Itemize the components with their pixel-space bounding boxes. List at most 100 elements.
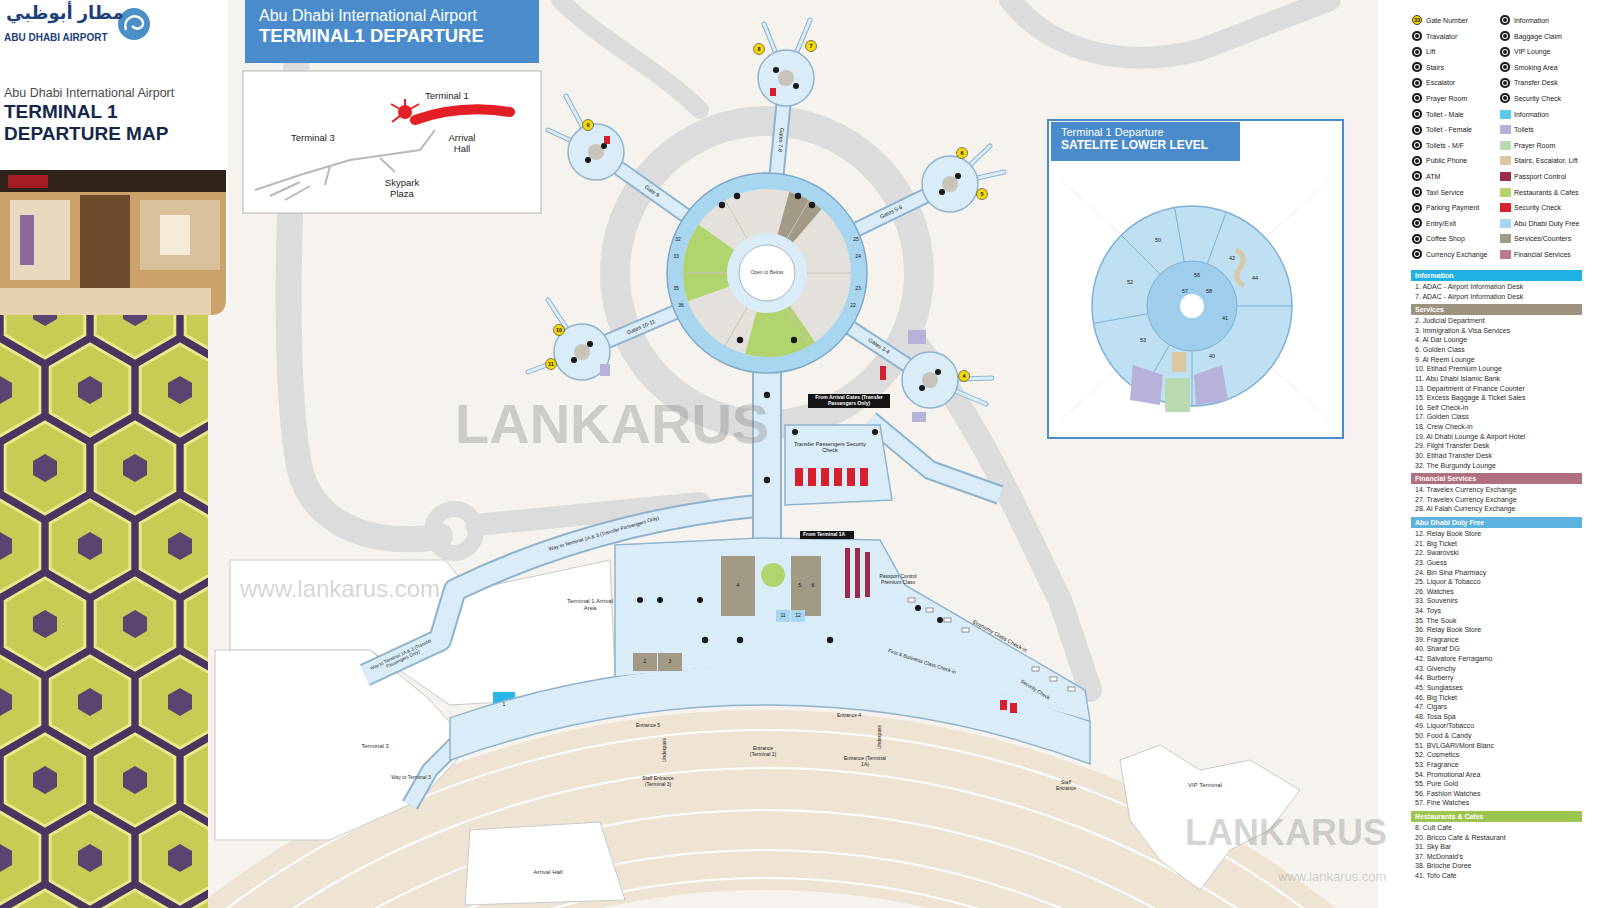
legend-text: Toilets - M/F — [1426, 141, 1464, 150]
list-item: 6. Golden Class — [1415, 346, 1465, 354]
legend-icon — [1412, 156, 1422, 166]
legend-icon — [1500, 62, 1510, 72]
list-item: 12. Relay Book Store — [1415, 530, 1481, 538]
list-item: 32. The Burgundy Lounge — [1415, 462, 1496, 470]
legend-swatch — [1500, 250, 1511, 259]
list-item: 41. Tofo Café — [1415, 872, 1457, 880]
list-item: 43. Givenchy — [1415, 665, 1456, 673]
list-item: 1. ADAC - Airport Information Desk — [1415, 283, 1523, 291]
list-item: 42. Salvatore Ferragamo — [1415, 655, 1492, 663]
legend-text: Information — [1514, 110, 1549, 119]
list-item: 7. ADAC - Airport Information Desk — [1415, 293, 1523, 301]
shop-number: 2 — [644, 659, 647, 665]
legend-swatch — [1500, 203, 1511, 212]
list-item: 31. Sky Bar — [1415, 843, 1451, 851]
section-bar: Services — [1411, 304, 1582, 315]
legend-icon — [1412, 78, 1422, 88]
shop-number: 5 — [799, 583, 802, 589]
list-item: 57. Fine Watches — [1415, 799, 1469, 807]
legend-swatch — [1500, 141, 1511, 150]
list-item: 2. Judicial Department — [1415, 317, 1485, 325]
shop-number: 22 — [850, 303, 856, 309]
watermark: www.lankarus.com — [240, 575, 440, 603]
legend-swatch — [1500, 219, 1511, 228]
legend-icon — [1500, 31, 1510, 41]
list-item: 23. Guess — [1415, 559, 1447, 567]
list-item: 38. Brioche Doree — [1415, 862, 1471, 870]
area-label: Transfer Passengers Security Check — [790, 441, 870, 454]
shop-number: 40 — [1209, 353, 1215, 359]
legend-icon — [1412, 140, 1422, 150]
callout-box: From Arrival Gates (Transfer Passengers … — [808, 394, 890, 408]
area-label: Open to Below — [747, 270, 787, 276]
gate-number: 33 — [1414, 17, 1420, 23]
shop-number: 11 — [780, 613, 785, 619]
map-title: TERMINAL 1 DEPARTURE MAP — [4, 101, 194, 145]
list-item: 11. Abu Dhabi Islamic Bank — [1415, 375, 1500, 383]
pier-label: Gates 10-11 — [626, 318, 656, 335]
section-bar: Financial Services — [1411, 473, 1582, 484]
legend-text: Escalator — [1426, 78, 1455, 87]
legend-icon — [1412, 234, 1422, 244]
legend-icon — [1412, 93, 1422, 103]
node-text: Skypark Plaza — [378, 178, 426, 200]
node-text: Services — [1415, 304, 1578, 315]
entrance-label: Staff Entrance (Terminal 3) — [636, 776, 680, 788]
legend-text: Smoking Area — [1514, 63, 1558, 72]
legend-icon — [1412, 125, 1422, 135]
underpass-label: Underpass — [662, 738, 668, 762]
gate-number: 11 — [548, 361, 554, 367]
section-bar: Information — [1411, 270, 1582, 281]
shop-number: 36 — [678, 303, 684, 309]
legend-text: Taxi Service — [1426, 188, 1464, 197]
legend-text: Toilet - Male — [1426, 110, 1464, 119]
area-label: Arrival Hall — [533, 869, 562, 876]
legend-swatch — [1500, 125, 1511, 134]
list-item: 27. Travelex Currency Exchange — [1415, 496, 1517, 504]
legend-text: Stairs — [1426, 63, 1444, 72]
legend-text: Security Check — [1514, 94, 1561, 103]
list-item: 56. Fashion Watches — [1415, 790, 1481, 798]
logo-text: ABU DHABI AIRPORT — [4, 32, 108, 44]
legend-text: Toilet - Female — [1426, 125, 1472, 134]
list-item: 28. Al Falah Currency Exchange — [1415, 505, 1515, 513]
list-item: 18. Crew Check-in — [1415, 423, 1473, 431]
legend-swatch — [1500, 172, 1511, 181]
gate-number: 5 — [980, 191, 983, 197]
legend-text: Stairs, Escalator, Lift — [1514, 156, 1578, 165]
list-item: 19. Al Dhabi Lounge & Airport Hotel — [1415, 433, 1525, 441]
legend-text: Information — [1514, 16, 1549, 25]
legend-icon — [1412, 31, 1422, 41]
pier-label: Gate 9 — [643, 184, 660, 199]
list-item: 51. BVLGARI/Mont Blanc — [1415, 742, 1494, 750]
list-item: 14. Travelex Currency Exchange — [1415, 486, 1517, 494]
pier-label: Gates 5-6 — [879, 204, 903, 220]
gate-number: 9 — [586, 122, 589, 128]
list-item: 40. Sharaf DG — [1415, 645, 1460, 653]
shop-number: 25 — [853, 237, 859, 243]
legend-text: Gate Number — [1426, 16, 1468, 25]
node-text: TERMINAL1 DEPARTURE — [259, 25, 525, 46]
entrance-label: Staff Entrance — [1051, 780, 1081, 792]
legend-text: Prayer Room — [1426, 94, 1467, 103]
legend-icon — [1500, 15, 1510, 25]
legend-icon — [1500, 47, 1510, 57]
legend-icon — [1412, 109, 1422, 119]
legend-swatch — [1500, 110, 1511, 119]
list-item: 48. Tosa Spa — [1415, 713, 1456, 721]
pier-label: Gates 7-8 — [777, 128, 785, 153]
area-label: Terminal 3 — [361, 743, 389, 750]
legend-text: Passport Control — [1514, 172, 1566, 181]
node-text: Terminal 1 — [425, 91, 469, 102]
gate-number: 7 — [809, 43, 812, 49]
list-item: 46. Big Ticket — [1415, 694, 1457, 702]
list-item: 33. Souvenirs — [1415, 597, 1458, 605]
shop-number: 24 — [855, 254, 861, 260]
node-text: Abu Dhabi International Airport — [259, 7, 525, 25]
legend-text: Currency Exchange — [1426, 250, 1487, 259]
legend-icon — [1412, 47, 1422, 57]
legend-text: Travalator — [1426, 32, 1457, 41]
shop-number: 23 — [855, 286, 861, 292]
legend-icon — [1500, 93, 1510, 103]
